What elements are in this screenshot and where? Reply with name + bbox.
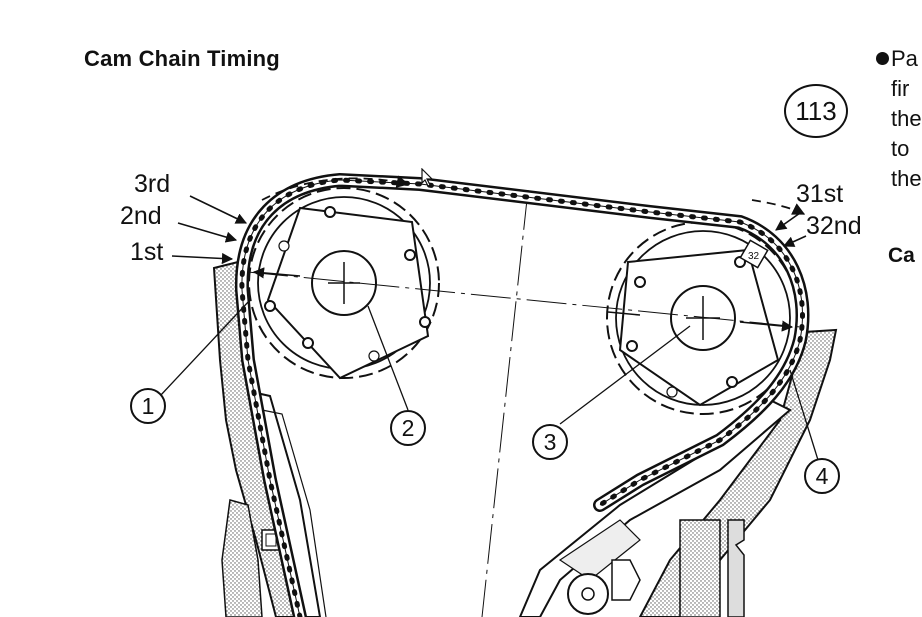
label-2nd: 2nd <box>120 202 162 230</box>
bullet-icon <box>876 52 889 65</box>
cam-chain <box>234 172 810 617</box>
callout-3: 3 <box>532 424 568 460</box>
page-title: Cam Chain Timing <box>84 46 280 71</box>
side-heading: Ca <box>888 244 915 267</box>
right-cam-sprocket <box>606 221 800 415</box>
side-text-line-1: Pa <box>876 44 922 74</box>
side-text-line-4: to <box>891 136 910 161</box>
chain-guide-right <box>518 398 792 617</box>
callout-2: 2 <box>390 410 426 446</box>
label-1st: 1st <box>130 238 164 266</box>
callout-1: 1 <box>130 388 166 424</box>
side-text-line-2: fir <box>891 76 910 101</box>
leader-3 <box>559 325 691 425</box>
arrow-32nd <box>782 235 807 247</box>
side-text-line-5: the <box>891 166 922 191</box>
link-marker-32-label: 32 <box>748 251 760 262</box>
callout-4: 4 <box>804 458 840 494</box>
label-32nd: 32nd <box>806 212 862 240</box>
timing-mark-line <box>607 311 641 316</box>
rotation-arrow-left <box>261 175 410 201</box>
leader-2 <box>367 305 409 411</box>
arrow-2nd <box>177 222 238 243</box>
arrow-3rd <box>189 195 248 224</box>
label-31st: 31st <box>796 180 844 208</box>
side-text: Pa fir the to the <box>876 44 922 194</box>
link-marker-32 <box>739 239 769 269</box>
arrow-31st <box>775 212 801 231</box>
rotation-arrow-right <box>751 199 806 215</box>
mouse-pointer-icon <box>421 168 434 187</box>
leader-1 <box>159 299 251 397</box>
figure-number: 113 <box>784 84 848 138</box>
arrow-to-right-mark <box>739 320 794 332</box>
cylinder-head-right <box>638 328 838 617</box>
label-3rd: 3rd <box>134 170 171 198</box>
left-cam-sprocket <box>248 187 440 380</box>
leader-4 <box>789 369 819 461</box>
side-text-line-3: the <box>891 106 922 131</box>
arrow-1st <box>171 252 234 265</box>
center-line <box>481 189 529 617</box>
arrow-to-left-mark <box>252 267 301 279</box>
timing-line <box>247 271 801 328</box>
